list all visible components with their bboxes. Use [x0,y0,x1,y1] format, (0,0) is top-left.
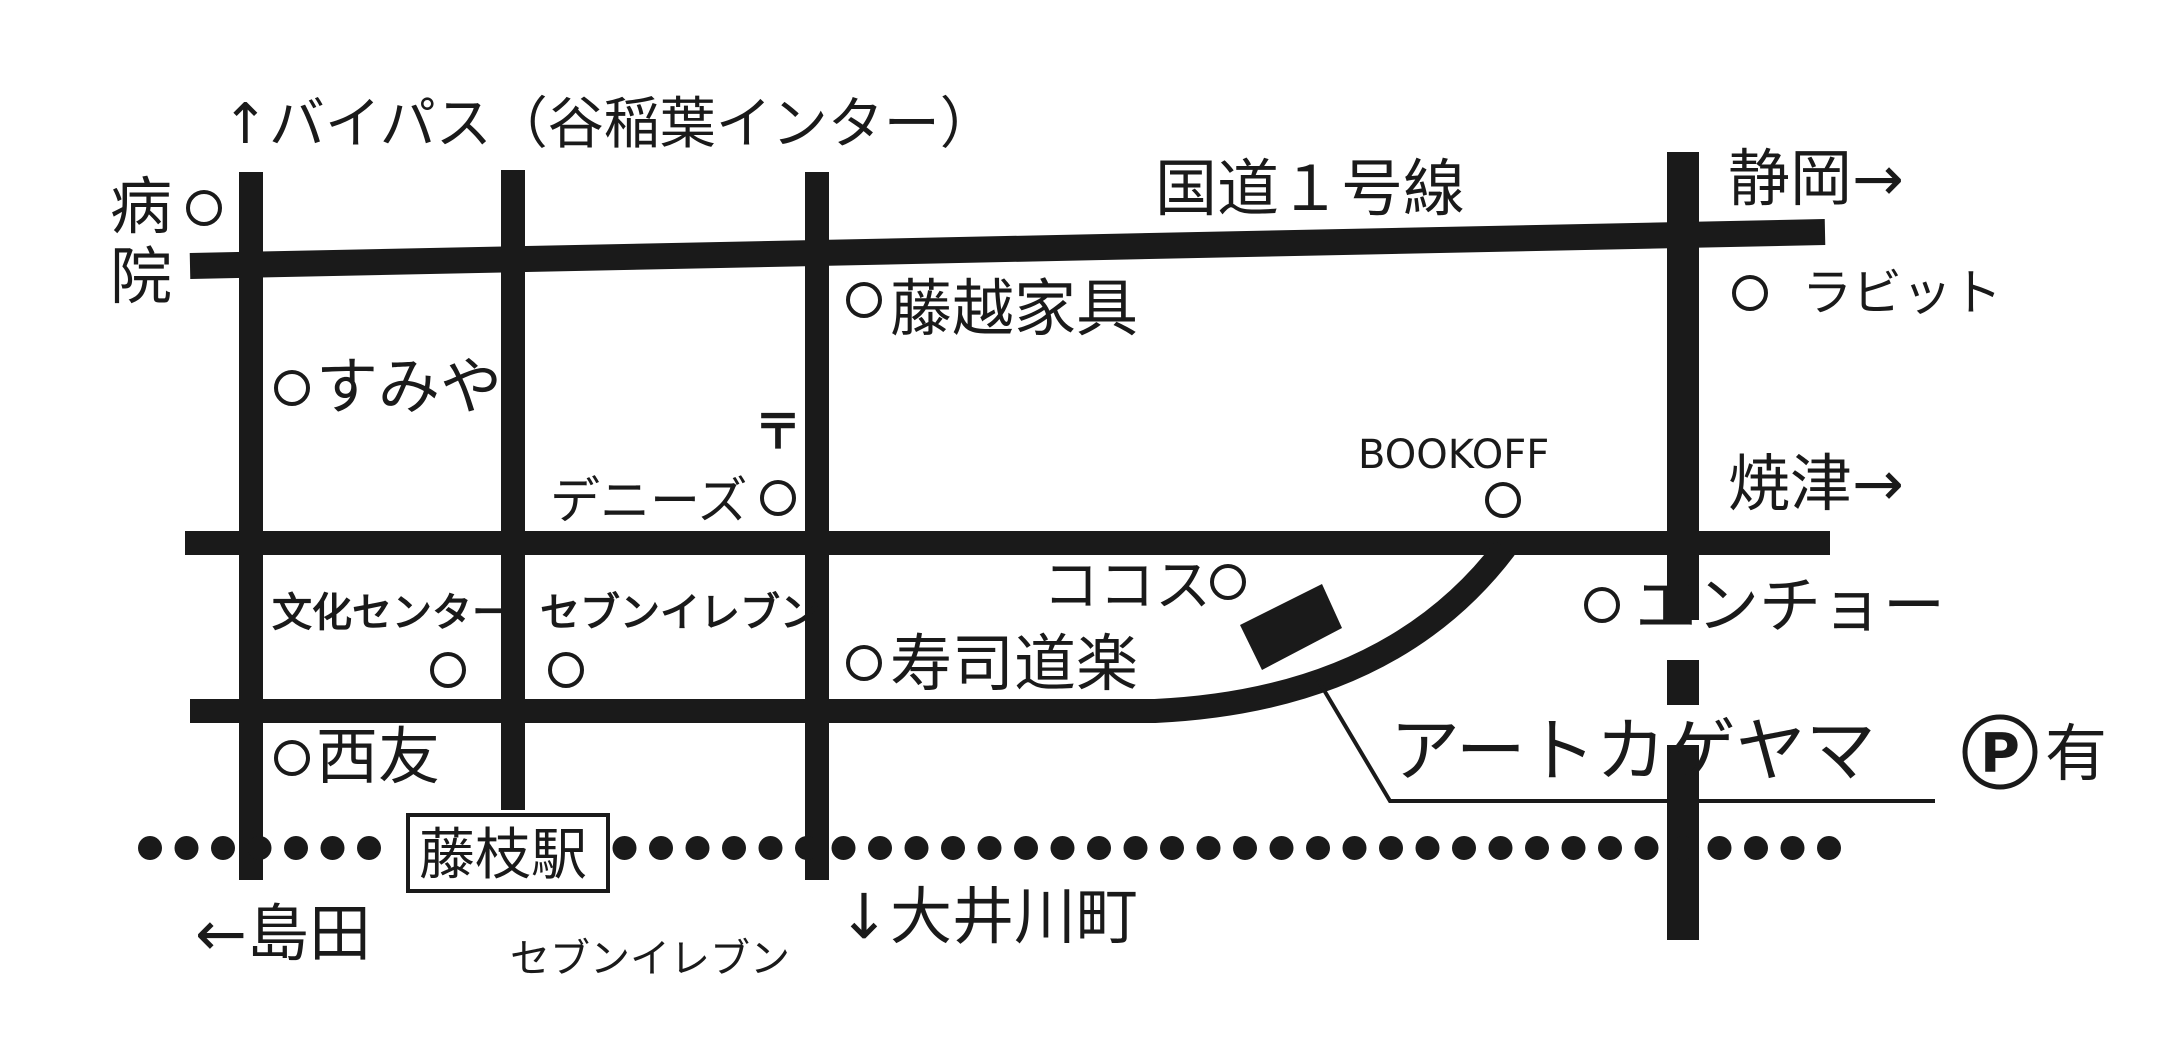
bypass-label: ↑バイパス（谷稲葉インター） [222,92,996,157]
fujikoshi-label: 藤越家具 [890,272,1138,345]
railway-dot [868,836,892,860]
railway-dot [1050,836,1075,860]
seven1-label: セブンイレブン [540,590,820,636]
encho-marker [1584,587,1620,623]
railway-dot [612,836,637,860]
railway-dot [1196,836,1221,860]
railway-dot [1233,836,1257,860]
bunka-label: 文化センター [272,590,512,636]
station-box [406,813,610,893]
railway-dot [1452,836,1476,860]
railway-dot [831,836,856,860]
railway-dot [1707,836,1732,860]
sushi-marker [846,645,882,681]
station-label: 藤枝駅 [419,823,587,888]
railway-line [138,836,1841,860]
destination-label: アートカゲヤマ [1390,710,1876,792]
railway-dot [1269,836,1294,860]
landmark-markers [186,190,1768,776]
railway-dot [247,836,272,860]
sushi-label: 寿司道楽 [890,627,1138,700]
route1-label: 国道１号線 [1155,152,1465,225]
railway-dot [1087,836,1111,860]
bookoff-label: BOOKOFF [1358,432,1549,478]
railway-dot [1634,836,1659,860]
sumiya-label: すみや [316,350,502,423]
sumiya-marker [274,370,310,406]
bookoff-marker [1485,482,1521,518]
parking-letter: P [1980,722,2020,785]
railway-dot [795,836,819,860]
railway-dot [1415,836,1440,860]
railway-dot [138,836,162,860]
railway-dot [758,836,783,860]
bunka-marker [430,652,466,688]
railway-dot [904,836,929,860]
fujikoshi-marker [846,282,882,318]
oigawa-label: ↓大井川町 [838,880,1138,953]
route1-road [189,219,1826,279]
railway-dot [1488,836,1513,860]
destination-leader-line [1316,678,1935,803]
roads [185,152,1830,940]
nishitomo-marker [274,740,310,776]
railway-dot [1744,836,1768,860]
railway-dot [1671,836,1695,860]
rabbit-label: ラビット [1802,264,2002,322]
railway-dot [1598,836,1622,860]
rabbit-marker [1732,275,1768,311]
railway-dot [1379,836,1403,860]
railway-dot [1561,836,1586,860]
railway-dot [649,836,673,860]
railway-dot [1014,836,1038,860]
railway-dot [1817,836,1841,860]
railway-dot [1306,836,1330,860]
post-office-icon: 〒 [754,404,802,460]
parking-icon-circle [1962,714,2038,790]
destination-building-icon [1240,584,1342,670]
seven2-label: セブンイレブン [510,936,790,982]
dennys-marker [760,480,796,516]
seven1-marker [548,652,584,688]
railway-dot [211,836,235,860]
coco-marker [1210,564,1246,600]
encho-label: エンチョー [1635,569,1945,642]
railway-dot [320,836,345,860]
hospital-marker [186,190,222,226]
shizuoka-label: 静岡→ [1728,142,1904,215]
map-labels: ↑バイパス（谷稲葉インター） 国道１号線 静岡→ 焼津→ ←島田 ↓大井川町 病… [110,92,2107,982]
railway-dot [1525,836,1549,860]
coco-label: ココス [1043,554,1211,619]
railway-dot [357,836,381,860]
railway-dot [941,836,965,860]
dennys-label: デニーズ [550,472,748,530]
railway-dot [1160,836,1184,860]
hospital-label-top: 病 [110,170,172,243]
railway-dot [977,836,1002,860]
hospital-label-bottom: 院 [110,240,172,313]
railway-dot [174,836,199,860]
lower-road [190,540,1515,723]
railway-dot [722,836,746,860]
railway-dot [1342,836,1367,860]
yaizu-label: 焼津→ [1728,447,1904,520]
shimada-label: ←島田 [195,897,371,970]
railway-dot [284,836,308,860]
railway-dot [1123,836,1148,860]
railway-dot [1780,836,1805,860]
parking-available-label: 有 [2045,717,2107,790]
nishitomo-label: 西友 [316,720,440,793]
railway-dot [685,836,710,860]
